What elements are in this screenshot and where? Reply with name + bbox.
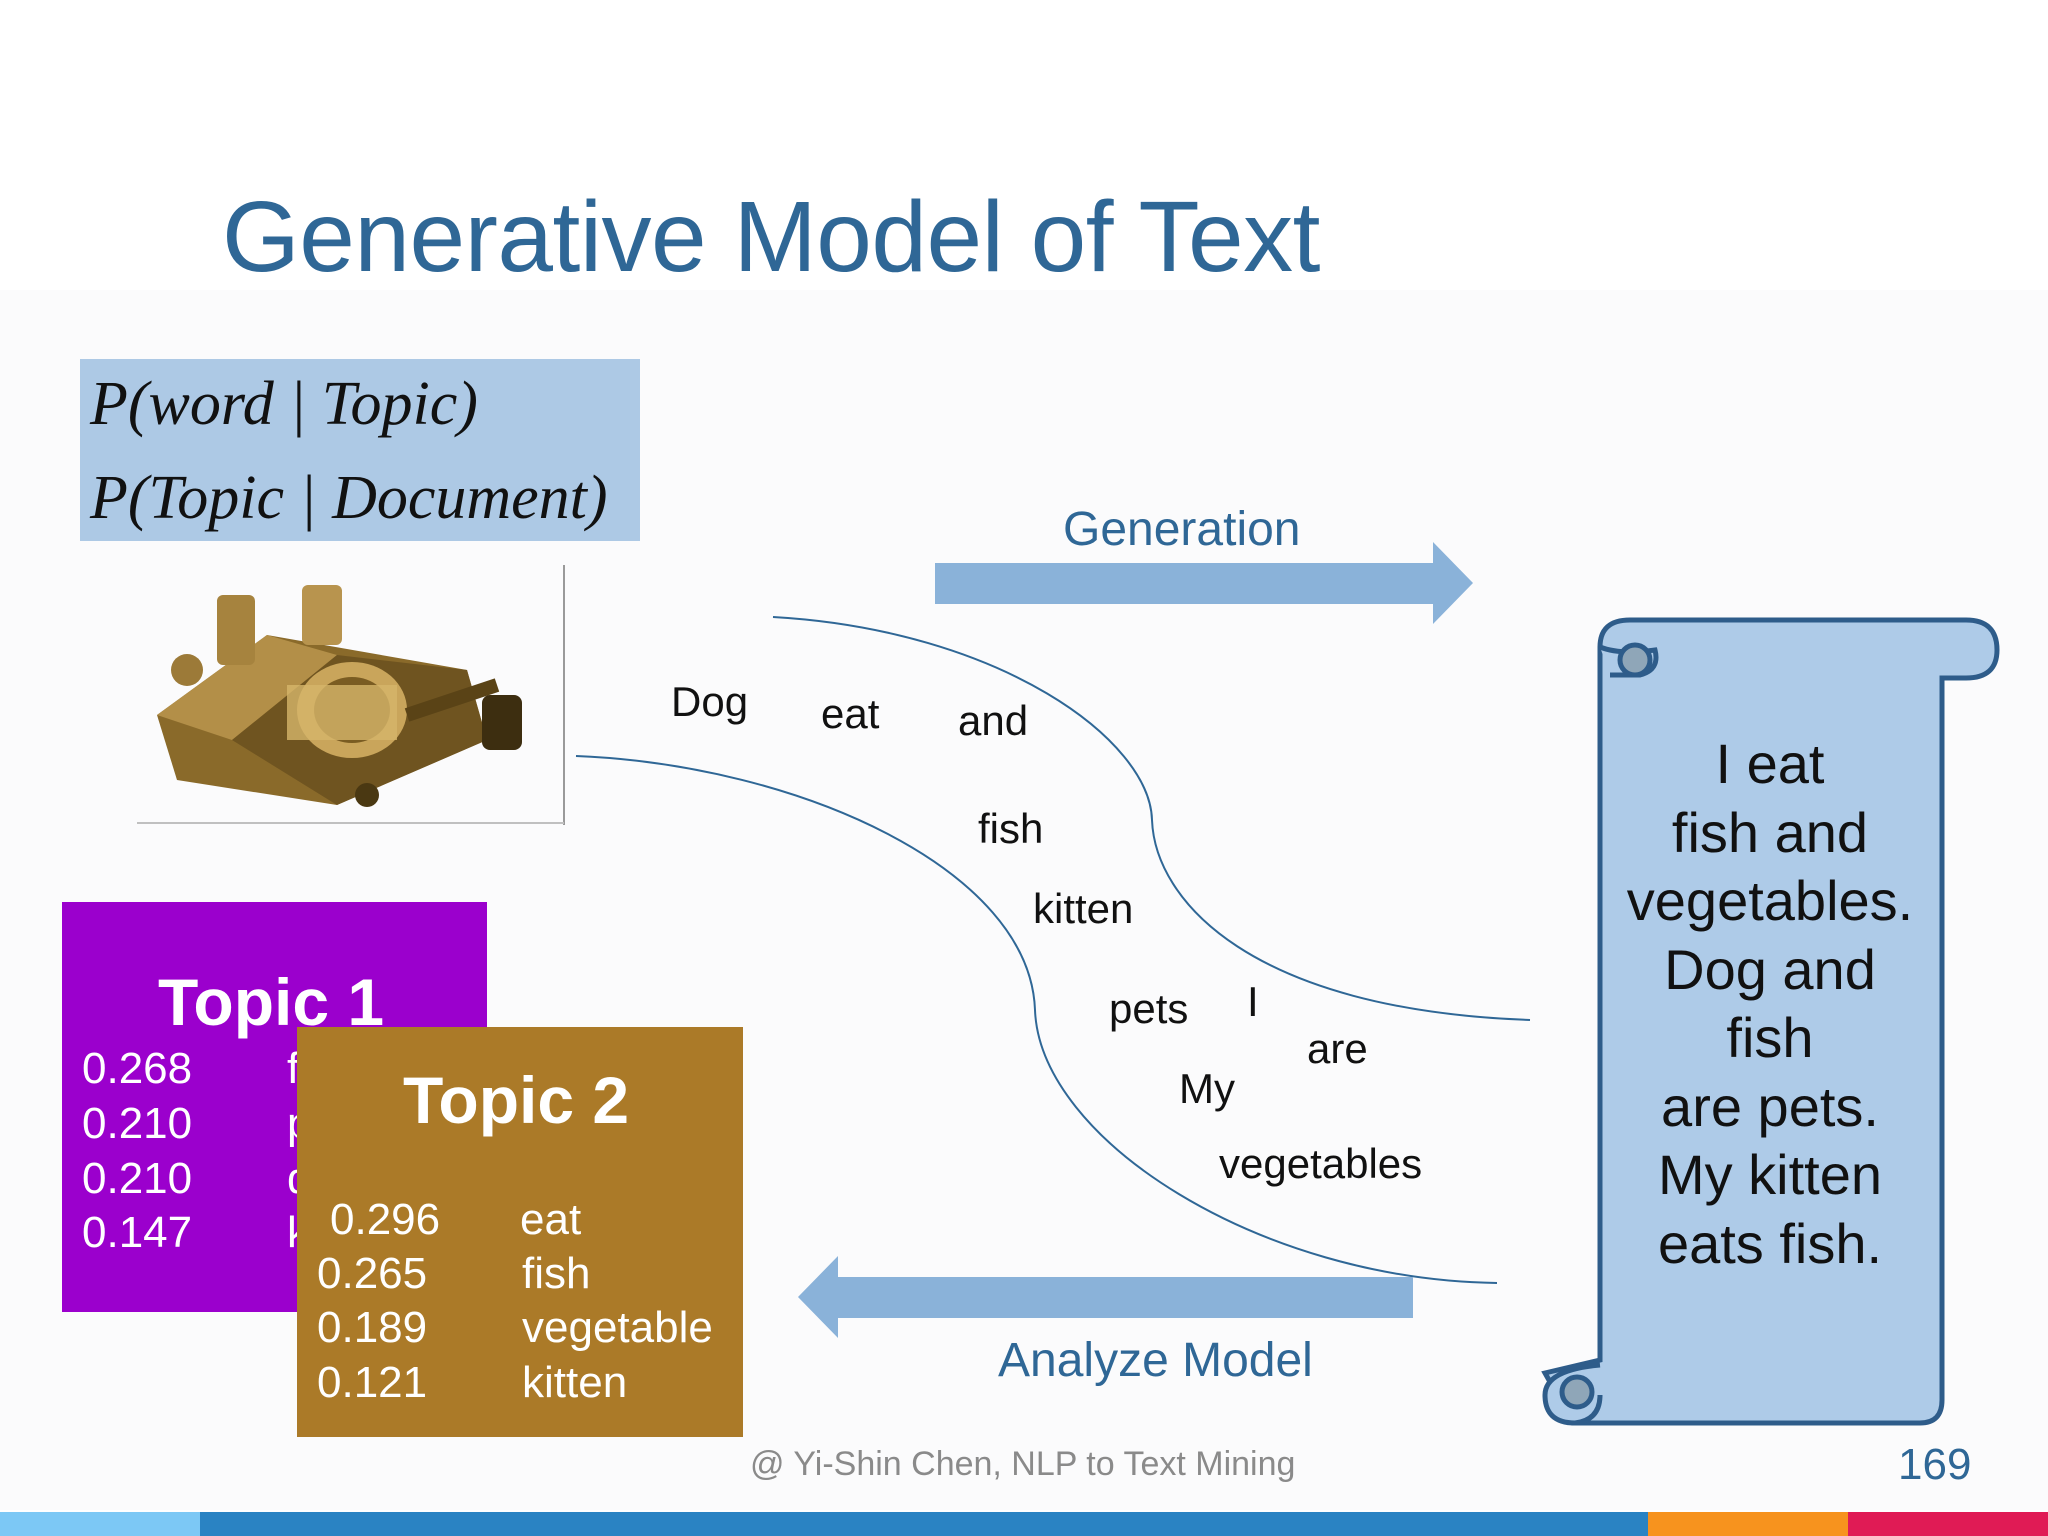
flow-curve-upper: [772, 616, 1531, 1021]
topic-2-prob: 0.265: [317, 1249, 428, 1298]
word-vegetables: vegetables: [1219, 1140, 1423, 1187]
topic-2-prob: 0.296: [330, 1195, 441, 1244]
footer-credit: @ Yi-Shin Chen, NLP to Text Mining: [750, 1445, 1296, 1483]
document-line: My kitten: [1657, 1143, 1883, 1206]
document-line: eats fish.: [1657, 1211, 1883, 1275]
document-scroll: [1541, 617, 2000, 1426]
formula-topic-given-document: P(Topic | Document): [90, 464, 608, 532]
topic-2-card: Topic 2 0.296 eat 0.265 fish 0.189 veget…: [297, 1027, 743, 1437]
word-kitten: kitten: [1033, 885, 1134, 932]
document-line: vegetables.: [1626, 869, 1914, 932]
topic-1-prob: 0.147: [82, 1208, 193, 1257]
formula-box: P(word | Topic) P(Topic | Document): [80, 359, 640, 541]
word-eat: eat: [821, 690, 880, 737]
music-box-icon: [137, 565, 565, 825]
document-line: fish: [1726, 1006, 1814, 1069]
topic-2-prob: 0.189: [317, 1303, 428, 1352]
document-line: fish and: [1671, 800, 1869, 864]
topic-2-word: kitten: [522, 1358, 628, 1407]
footer-bar-4: [1848, 1512, 2048, 1536]
word-dog: Dog: [671, 678, 749, 725]
topic-2-prob: 0.121: [317, 1358, 428, 1407]
word-are: are: [1307, 1025, 1368, 1072]
footer-bar-1: [0, 1512, 200, 1536]
footer-bar-3: [1648, 1512, 1848, 1536]
slide-title: Generative Model of Text: [222, 181, 1320, 293]
word-i: I: [1247, 978, 1259, 1025]
generation-arrow: [935, 542, 1473, 624]
topic-2-word: fish: [522, 1249, 591, 1298]
word-and: and: [958, 697, 1029, 744]
topic-2-title: Topic 2: [403, 1063, 630, 1137]
flow-curve-lower: [575, 755, 1498, 1284]
topic-1-word: f: [287, 1044, 300, 1093]
analyze-model-label: Analyze Model: [998, 1334, 1313, 1387]
topic-2-word: eat: [520, 1195, 582, 1244]
document-line: I eat: [1715, 732, 1825, 795]
word-pets: pets: [1109, 985, 1189, 1032]
generation-label: Generation: [1063, 503, 1301, 556]
topic-1-prob: 0.268: [82, 1044, 193, 1093]
page-number: 169: [1898, 1440, 1972, 1489]
analyze-arrow: [798, 1256, 1413, 1338]
topic-1-prob: 0.210: [82, 1154, 193, 1203]
word-fish: fish: [978, 805, 1044, 852]
formula-word-given-topic: P(word | Topic): [90, 370, 478, 438]
topic-1-prob: 0.210: [82, 1099, 193, 1148]
footer-bar-2: [200, 1512, 1648, 1536]
topic-1-title: Topic 1: [158, 965, 385, 1039]
document-text: I eat fish and vegetables. Dog and fish …: [1600, 730, 1940, 1278]
topic-2-word: vegetable: [522, 1303, 713, 1352]
word-my: My: [1179, 1065, 1235, 1112]
document-line: are pets.: [1661, 1074, 1879, 1138]
document-line: Dog and: [1664, 937, 1876, 1001]
